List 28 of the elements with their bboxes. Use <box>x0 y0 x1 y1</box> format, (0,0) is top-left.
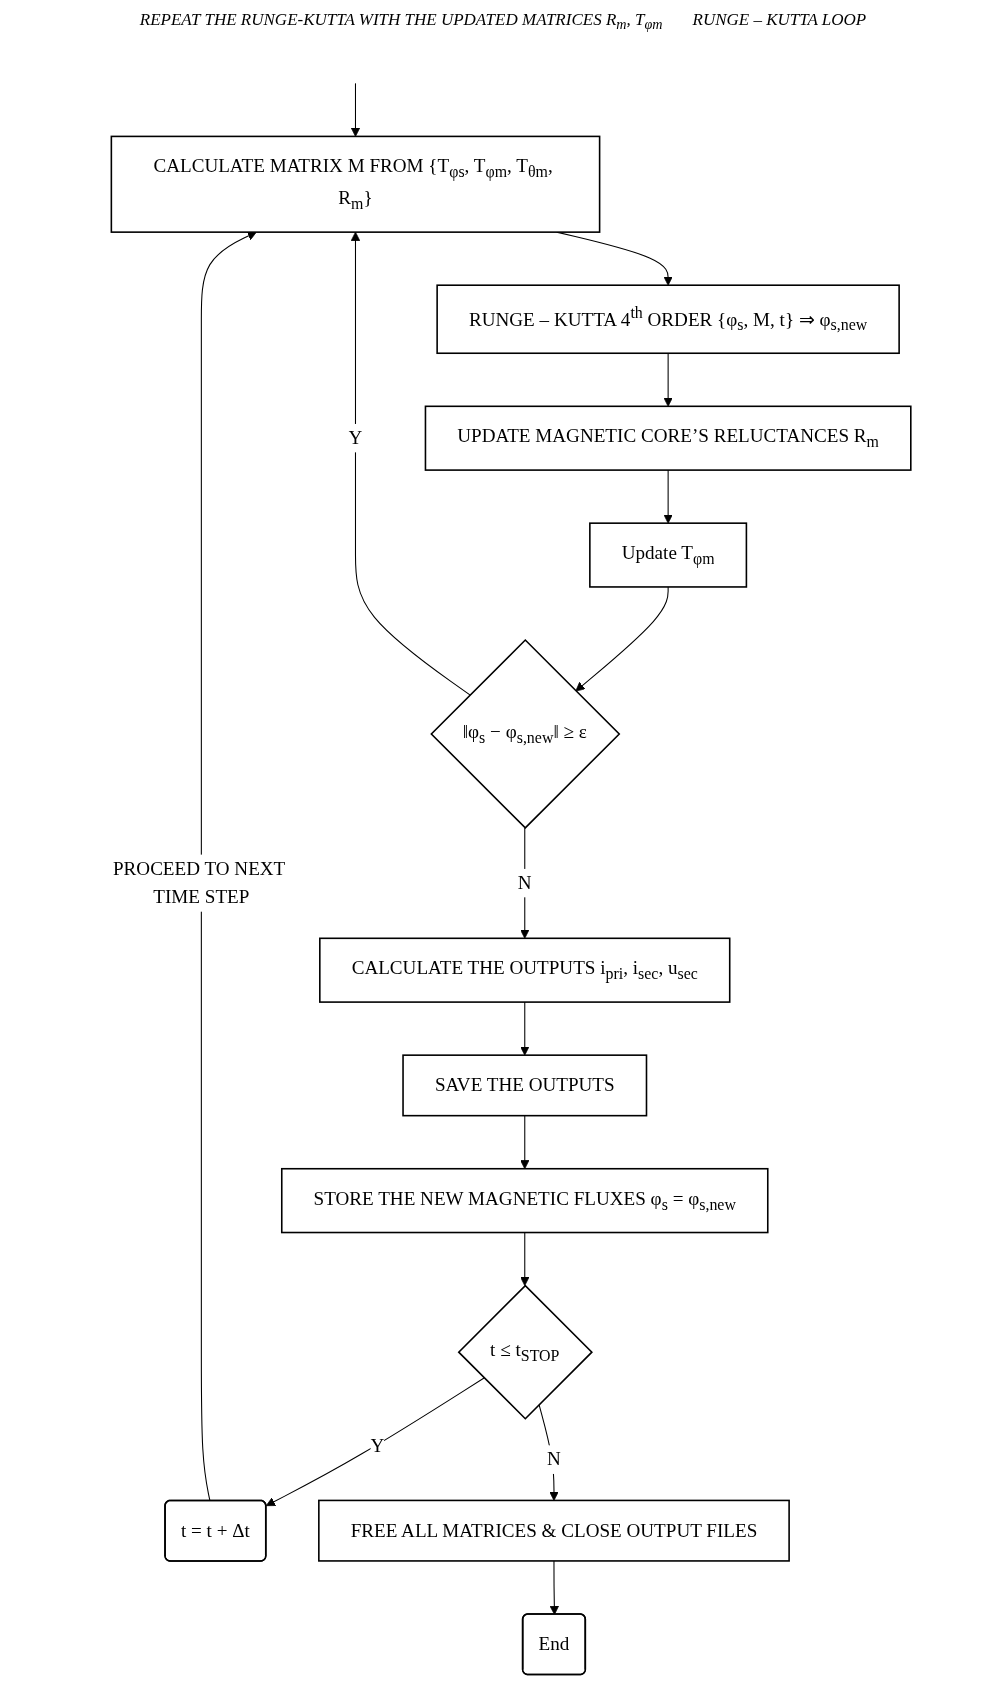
arrow <box>520 1232 530 1287</box>
arrow <box>575 586 669 692</box>
edge-label: Y <box>348 427 363 449</box>
arrow <box>520 1115 530 1170</box>
node-diamond: ‖φ$_{s}$ − φ$_{s,new}$‖ ≥ ε <box>430 639 621 830</box>
node-box: Update T$_{φm}$ <box>589 522 748 589</box>
arrow <box>663 469 673 524</box>
arrow <box>200 231 257 1502</box>
node-box: FREE ALL MATRICES & CLOSE OUTPUT FILES <box>318 1500 790 1563</box>
arrow <box>350 232 471 696</box>
arrow <box>520 1001 530 1056</box>
node-box: CALCULATE MATRIX M FROM {T$_{φs}$, T$_{φm}$, T$_{θm}$, R$_{m}$} <box>110 136 601 234</box>
node-box: RUNGE – KUTTA 4$^{th}$ ORDER {φ$_{s}$, M, t} ⇒ φ$_{s,new}$ <box>436 284 900 355</box>
edge-label: N <box>547 1448 561 1471</box>
arrow <box>549 1560 559 1616</box>
arrow <box>265 1377 485 1507</box>
edge-label: PROCEED TO NEXT TIME STEP <box>112 858 285 908</box>
arrow <box>663 353 673 408</box>
edge-label: N <box>517 872 532 894</box>
arrow <box>350 83 361 138</box>
node-box: CALCULATE THE OUTPUTS i$_{pri}$, i$_{sec}$, u$_{sec}$ <box>319 937 731 1004</box>
node-box: STORE THE NEW MAGNETIC FLUXES φ$_{s}$ = φ$_{s,new}$ <box>280 1168 769 1234</box>
node-box: UPDATE MAGNETIC CORE’S RELUCTANCES R$_{m}$ <box>424 405 912 472</box>
node-diamond: t ≤ t$_{STOP}$ <box>457 1284 593 1421</box>
node-box: SAVE THE OUTPUTS <box>402 1054 648 1117</box>
note-text: RUNGE – KUTTA LOOP <box>692 10 867 31</box>
edge-label: Y <box>370 1434 385 1457</box>
note-text: REPEAT THE RUNGE-KUTTA WITH THE UPDATED MATRICES R$_{m}$, T$_{φm}$ <box>139 10 663 34</box>
